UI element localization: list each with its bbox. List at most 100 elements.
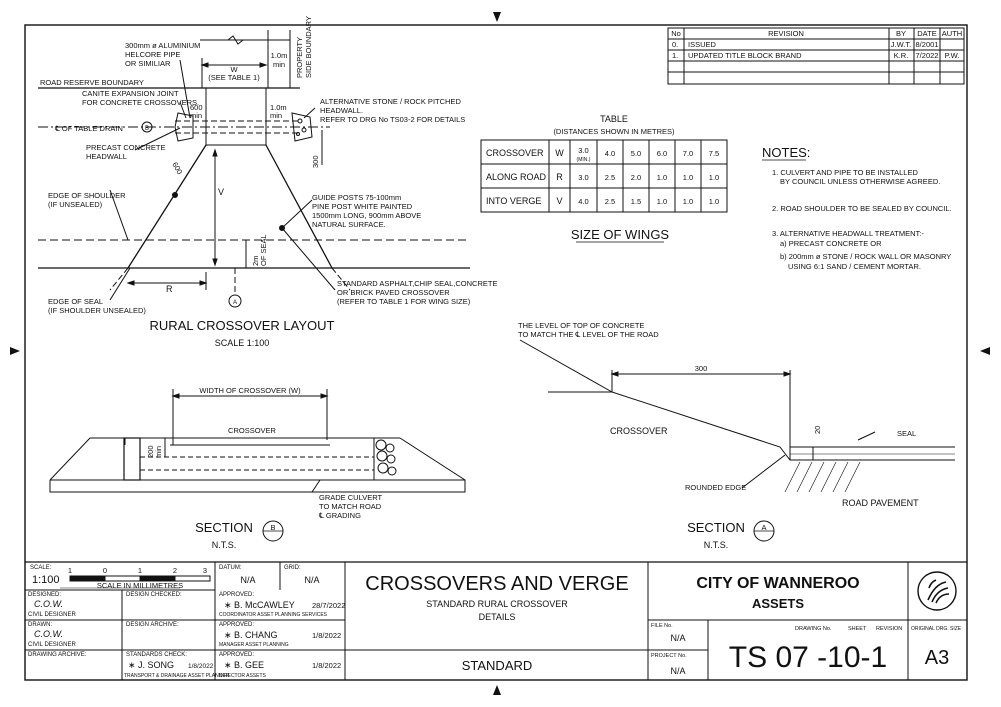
scale-value: 1:100	[32, 574, 60, 586]
project-value: N/A	[670, 666, 685, 676]
drawing-subtitle-2: DETAILS	[479, 612, 516, 622]
note-1-line-1: 1. CULVERT AND PIPE TO BE INSTALLED	[772, 168, 918, 177]
edge-shoulder-1: EDGE OF SHOULDER	[48, 191, 126, 200]
one-m-mid-min: min	[270, 111, 282, 120]
canite-label-2: FOR CONCRETE CROSSOVERS.	[82, 98, 199, 107]
drawn-label: DRAWN:	[28, 622, 52, 628]
rev-1-no: 1.	[672, 51, 678, 60]
standards-label: STANDARDS CHECK:	[126, 652, 187, 658]
culvert-3: ℄ GRADING	[318, 511, 361, 520]
scale-bar-n0: 1	[68, 566, 72, 575]
note-3b-2: USING 6:1 SAND / CEMENT MORTAR.	[788, 262, 921, 271]
approved2-role: MANAGER ASSET PLANNING	[219, 642, 289, 648]
note-1-line-2: BY COUNCIL UNLESS OTHERWISE AGREED.	[780, 177, 940, 186]
rev-header-by: BY	[896, 29, 906, 38]
pipe-label-2: HELCORE PIPE	[125, 50, 180, 59]
six-hundred-min: min	[190, 111, 202, 120]
section-a-20: 20	[813, 426, 822, 434]
rev-1-desc: UPDATED TITLE BLOCK BRAND	[688, 51, 802, 60]
pipe-label-1: 300mm ø ALUMINIUM	[125, 41, 200, 50]
two-m-of-seal: OF SEAL	[259, 234, 268, 266]
wing-size-table: TABLE (DISTANCES SHOWN IN METRES) CROSSO…	[480, 114, 728, 243]
standards-name: ∗ J. SONG	[128, 660, 174, 670]
r-label: R	[166, 284, 173, 294]
alt-stone-2: HEADWALL.	[320, 106, 363, 115]
file-label: FILE No.	[651, 623, 673, 629]
designed-label: DESIGNED:	[28, 592, 61, 598]
note-2: 2. ROAD SHOULDER TO BE SEALED BY COUNCIL…	[772, 204, 952, 213]
rev-0-by: J.W.T.	[891, 40, 911, 49]
section-b-nts: N.T.S.	[212, 540, 237, 550]
wing-row-name: CROSSOVER	[486, 148, 544, 158]
approved1-role: COORDINATOR ASSET PLANNING SERVICES	[219, 612, 328, 618]
notes-title: NOTES:	[762, 145, 810, 160]
section-a-seal: SEAL	[897, 429, 916, 438]
drawn-role: CIVIL DESIGNER	[28, 642, 76, 648]
two-m-label: 2m	[251, 256, 260, 266]
alt-stone-1: ALTERNATIVE STONE / ROCK PITCHED	[320, 97, 461, 106]
grid-label: GRID:	[284, 565, 301, 571]
left-center-mark	[10, 347, 20, 355]
drawing-subtitle-1: STANDARD RURAL CROSSOVER	[426, 599, 568, 609]
edge-seal-1: EDGE OF SEAL	[48, 297, 103, 306]
wing-table-subtitle: (DISTANCES SHOWN IN METRES)	[553, 127, 675, 136]
marker-a-text: A	[233, 300, 237, 306]
rev-0-desc: ISSUED	[688, 40, 717, 49]
project-label: PROJECT No.	[651, 653, 687, 659]
city-logo-icon	[917, 571, 957, 611]
rev-0-date: 8/2001	[916, 40, 939, 49]
wing-cell: 1.0	[709, 197, 719, 206]
rev-1-date: 7/2022	[916, 51, 939, 60]
wing-cell: 7.0	[683, 149, 693, 158]
culvert-1: GRADE CULVERT	[319, 493, 382, 502]
rev-header-no: No	[671, 29, 681, 38]
wing-row-symbol: V	[556, 196, 562, 206]
wing-cell: 4.0	[605, 149, 615, 158]
width-crossover-label: WIDTH OF CROSSOVER (W)	[199, 386, 301, 395]
six-hundred-diag: 600	[170, 161, 184, 176]
scale-bar-n3: 2	[173, 566, 177, 575]
std-asphalt-2: OR BRICK PAVED CROSSOVER	[337, 288, 450, 297]
wing-cell: 2.5	[605, 173, 615, 182]
wing-cell: 3.0	[578, 173, 588, 182]
rounded-edge: ROUNDED EDGE	[685, 483, 746, 492]
rev-1-auth: P.W.	[945, 51, 960, 60]
section-b-dim: 200	[146, 445, 155, 458]
wing-cell: 1.0	[657, 197, 667, 206]
wing-table-caption: SIZE OF WINGS	[571, 227, 670, 242]
bottom-center-mark	[493, 685, 501, 695]
drawn-value: C.O.W.	[34, 629, 63, 639]
road-pavement: ROAD PAVEMENT	[842, 498, 919, 508]
scale-bar-n2: 1	[138, 566, 142, 575]
guide-posts-2: PINE POST WHITE PAINTED	[312, 202, 413, 211]
wing-cell: 7.5	[709, 149, 719, 158]
wing-row-symbol: W	[555, 148, 564, 158]
rev-0-no: 0.	[672, 40, 678, 49]
approved3-label: APPROVED:	[219, 652, 254, 658]
precast-label-2: HEADWALL	[86, 152, 127, 161]
pipe-label-3: OR SIMILIAR	[125, 59, 171, 68]
wing-cell: 5.0	[631, 149, 641, 158]
guide-posts-1: GUIDE POSTS 75-100mm	[312, 193, 401, 202]
notes: NOTES: 1. CULVERT AND PIPE TO BE INSTALL…	[762, 145, 952, 271]
wing-cell: 3.0	[578, 146, 588, 155]
wing-cell: 2.0	[631, 173, 641, 182]
three-hundred-dim: 300	[311, 155, 320, 168]
standards-date: 1/8/2022	[188, 663, 214, 670]
revision-table: No REVISION BY DATE AUTH 0. ISSUED J.W.T…	[667, 27, 965, 85]
rural-crossover-layout: 300mm ø ALUMINIUM HELCORE PIPE OR SIMILI…	[38, 16, 497, 348]
one-m-top: 1.0m	[271, 51, 288, 60]
dept-name: ASSETS	[752, 596, 804, 611]
section-a: THE LEVEL OF TOP OF CONCRETE TO MATCH TH…	[518, 321, 955, 550]
approved3-date: 1/8/2022	[312, 661, 341, 670]
approved3-role: DIRECTOR ASSETS	[219, 673, 267, 679]
rev-header-date: DATE	[917, 29, 936, 38]
canite-label-1: CANITE EXPANSION JOINT	[82, 89, 179, 98]
table-drain-label: ℄ OF TABLE DRAIN	[54, 124, 123, 133]
orig-size-label: ORIGINAL DRG. SIZE	[911, 626, 962, 632]
design-checked-label: DESIGN CHECKED:	[126, 592, 182, 598]
wing-cell: 1.0	[683, 173, 693, 182]
wing-cell: 4.0	[578, 197, 588, 206]
file-value: N/A	[670, 633, 685, 643]
